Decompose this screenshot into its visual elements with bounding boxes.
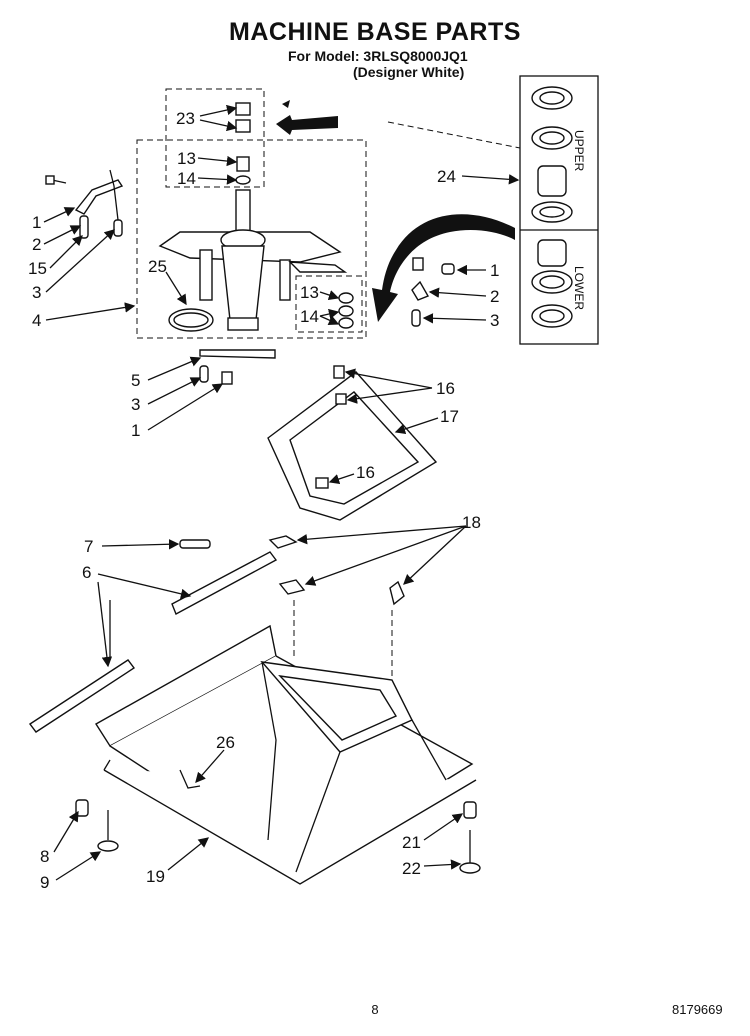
callout-2: 2 [32,235,41,254]
lower-hardware [199,349,276,385]
callout-19: 19 [146,867,165,886]
side-bearings [338,292,354,329]
upper-label: UPPER [572,130,586,172]
callout-18: 18 [462,513,481,532]
document-code: 8179669 [672,1002,723,1017]
color-line: (Designer White) [353,64,465,80]
curved-arrow [372,214,515,322]
callout-4: 4 [32,311,41,330]
upper-left-hardware [45,169,124,239]
bearing-kit-box [519,75,599,345]
base-frame-19 [28,624,477,885]
transmission-box [136,139,367,339]
callout-2-right: 2 [490,287,499,306]
insert-arrow [276,115,338,135]
callout-23: 23 [176,109,195,128]
platform-17 [267,365,438,521]
callout-1-right: 1 [490,261,499,280]
callout-1: 1 [32,213,41,232]
callout-26: 26 [216,733,235,752]
callout-21: 21 [402,833,421,852]
upper-rail-parts [109,535,405,680]
callout-22: 22 [402,859,421,878]
callout-7: 7 [84,537,93,556]
callout-1-lower: 1 [131,421,140,440]
model-line: For Model: 3RLSQ8000JQ1 [288,48,468,64]
callout-5: 5 [131,371,140,390]
callout-3: 3 [32,283,41,302]
side-bearing-box [295,275,363,333]
transmission-assembly [158,102,348,331]
upper-bearings [531,86,573,223]
callout-15: 15 [28,259,47,278]
callout-17: 17 [440,407,459,426]
callout-8: 8 [40,847,49,866]
page-title: MACHINE BASE PARTS [229,18,521,46]
feet [75,799,481,874]
callout-25: 25 [148,257,167,276]
callout-6: 6 [82,563,91,582]
seal-25 [168,308,214,332]
callout-14-side: 14 [300,307,319,326]
callout-16: 16 [436,379,455,398]
callout-13-side: 13 [300,283,319,302]
callout-9: 9 [40,873,49,892]
callout-14: 14 [177,169,196,188]
lower-bearings [531,239,573,328]
leader-to-kit [387,121,521,149]
callout-3-lower: 3 [131,395,140,414]
top-bearing-box [165,88,265,188]
callout-16-lower: 16 [356,463,375,482]
callout-3-right: 3 [490,311,499,330]
callout-24: 24 [437,167,456,186]
leaders [43,104,520,881]
lower-label: LOWER [572,266,586,310]
callout-13: 13 [177,149,196,168]
page-number: 8 [371,1002,379,1017]
right-hardware [411,257,455,327]
